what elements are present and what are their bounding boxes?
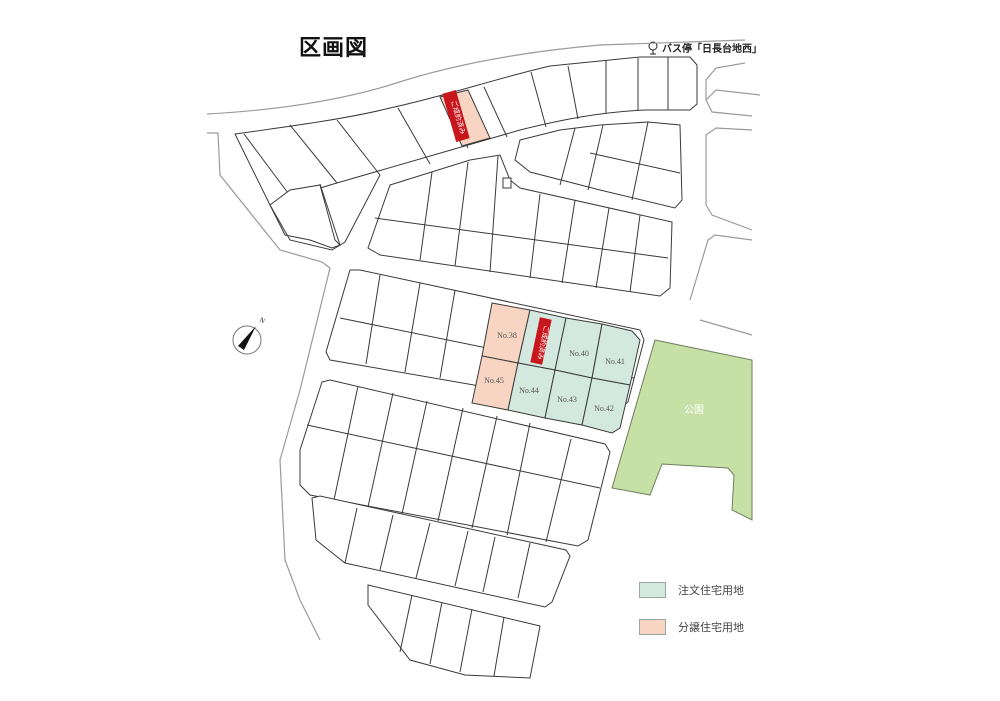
lots-east-block: [514, 121, 683, 209]
lot-no41-label: No.41: [605, 357, 625, 366]
compass-icon: N: [232, 316, 266, 355]
lots-third-row: [367, 154, 673, 297]
lot-no38-label: No.38: [497, 331, 517, 340]
lots-sixth-row: [311, 495, 571, 608]
legend-label-sale: 分譲住宅用地: [678, 621, 744, 634]
lot-no42: [581, 377, 631, 434]
legend-item-custom-lot: 注文住宅用地: [639, 580, 744, 600]
lot-no43-label: No.43: [557, 395, 577, 404]
lot-no40-label: No.40: [569, 349, 589, 358]
page-title: 区画図: [299, 36, 369, 61]
legend-item-sale-lot: 分譲住宅用地: [639, 617, 744, 637]
bus-stop-label: バス停「日長台地西」: [662, 44, 762, 55]
legend-swatch-custom: [639, 582, 666, 598]
lots-seventh-row: [367, 584, 541, 679]
lot-no41: [591, 323, 641, 386]
bus-stop-marker: バス停「日長台地西」: [648, 40, 762, 55]
road-outlines: [206, 39, 761, 641]
legend-swatch-sale: [639, 619, 666, 635]
highlighted-lots: [471, 302, 641, 434]
park-area: [611, 339, 753, 521]
legend: 注文住宅用地 分譲住宅用地: [639, 580, 744, 654]
legend-label-custom: 注文住宅用地: [678, 584, 744, 597]
park-label: 公園: [684, 404, 704, 416]
lot-north-sold: [439, 89, 491, 147]
lots-fifth-row: [299, 379, 611, 547]
lot-no44-label: No.44: [519, 386, 539, 395]
north-label: N: [258, 316, 266, 325]
lot-no45-label: No.45: [484, 376, 504, 385]
bus-stop-pin-icon: [648, 41, 658, 54]
lot-no42-label: No.42: [594, 404, 614, 413]
